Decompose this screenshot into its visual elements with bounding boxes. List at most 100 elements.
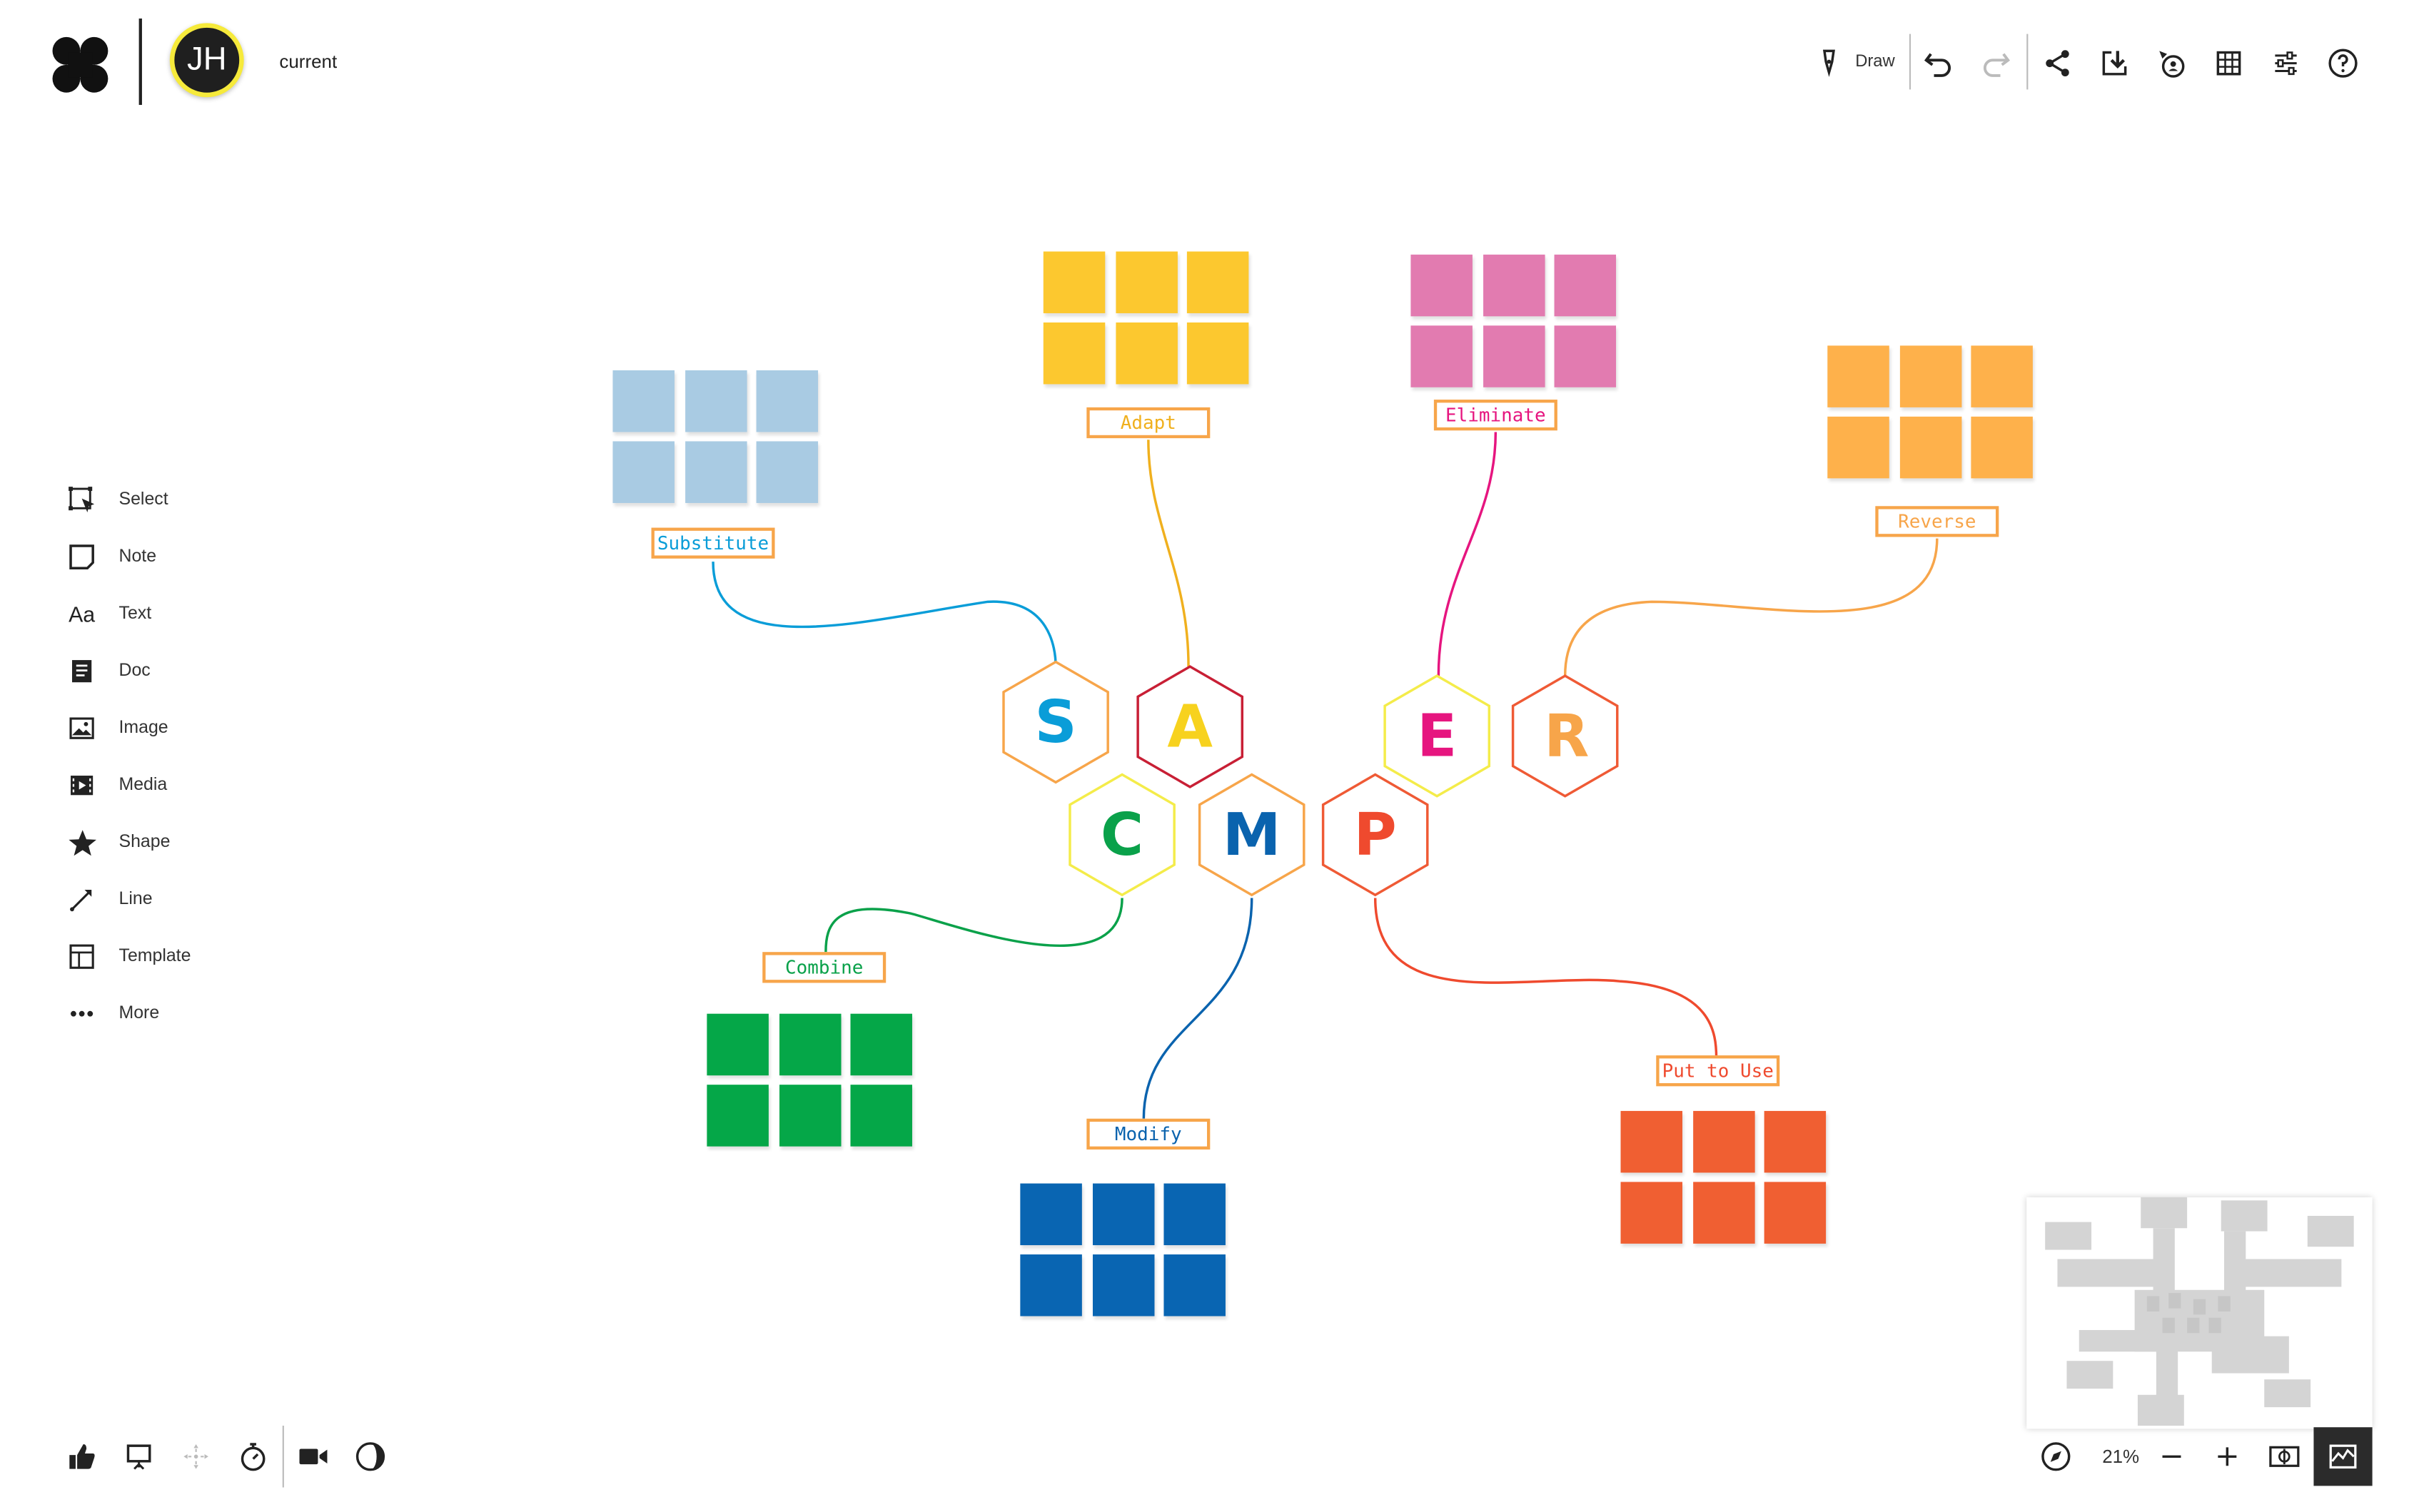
sticky-note[interactable] [612, 440, 675, 502]
export-button[interactable] [2094, 44, 2134, 83]
tool-label: Shape [118, 833, 171, 852]
sticky-note[interactable] [850, 1013, 912, 1076]
toolbar-divider [2026, 34, 2029, 90]
navigate-button[interactable] [2036, 1436, 2076, 1476]
sticky-note[interactable] [756, 370, 819, 432]
tool-select[interactable]: Select [66, 483, 168, 517]
label-text: Combine [785, 956, 864, 978]
hexagon-c[interactable] [1069, 773, 1176, 897]
redo-button[interactable] [1976, 44, 2016, 83]
draw-button[interactable] [1809, 44, 1849, 83]
sticky-note[interactable] [1899, 415, 1961, 478]
sticky-note[interactable] [1899, 345, 1961, 407]
sticky-note[interactable] [1115, 251, 1177, 313]
hexagon-r[interactable] [1511, 674, 1619, 798]
sticky-note[interactable] [1410, 325, 1473, 387]
hexagon-a[interactable] [1136, 665, 1244, 788]
app-logo-icon[interactable] [49, 34, 111, 96]
tool-media[interactable]: Media [66, 768, 167, 803]
sticky-note[interactable] [1091, 1183, 1154, 1246]
label-eliminate[interactable]: Eliminate [1433, 400, 1557, 431]
hexagon-m[interactable] [1198, 773, 1306, 897]
undo-button[interactable] [1919, 44, 1959, 83]
hexagon-e[interactable] [1383, 674, 1491, 798]
theme-toggle-button[interactable] [350, 1436, 390, 1476]
sticky-note[interactable] [1827, 415, 1889, 478]
sticky-note[interactable] [685, 370, 747, 432]
settings-button[interactable] [2266, 44, 2306, 83]
label-combine[interactable]: Combine [762, 952, 887, 983]
sticky-note[interactable] [707, 1013, 769, 1076]
label-substitute[interactable]: Substitute [651, 527, 775, 559]
sticky-note[interactable] [1620, 1110, 1683, 1173]
video-button[interactable] [293, 1436, 333, 1476]
timer-button[interactable] [233, 1436, 273, 1476]
hex-letter-p: P [1353, 801, 1397, 869]
sticky-note[interactable] [1043, 321, 1106, 384]
sticky-note[interactable] [1186, 321, 1249, 384]
sticky-note[interactable] [1827, 345, 1889, 407]
sticky-note[interactable] [1554, 254, 1617, 317]
zoom-out-button[interactable] [2151, 1436, 2191, 1476]
sticky-note[interactable] [1186, 251, 1249, 313]
sticky-note[interactable] [1554, 325, 1617, 387]
undo-icon [1924, 53, 1951, 77]
sticky-note[interactable] [1163, 1183, 1226, 1246]
minimap[interactable] [2026, 1197, 2373, 1429]
focus-button[interactable] [176, 1436, 216, 1476]
avatar[interactable]: JH [169, 23, 244, 98]
sticky-note[interactable] [850, 1084, 912, 1146]
sticky-note[interactable] [1410, 254, 1473, 317]
label-modify[interactable]: Modify [1086, 1118, 1211, 1150]
grid-button[interactable] [2208, 44, 2248, 83]
more-dots-icon [66, 998, 97, 1029]
sticky-note[interactable] [1163, 1253, 1226, 1316]
sticky-note[interactable] [1091, 1253, 1154, 1316]
label-text: Eliminate [1445, 404, 1546, 426]
follow-button[interactable] [2151, 44, 2191, 83]
zoom-level: 21% [2102, 1446, 2140, 1468]
tool-more[interactable]: More [66, 997, 159, 1031]
template-icon [66, 941, 97, 972]
presentation-icon [126, 1444, 151, 1470]
sticky-note[interactable] [1764, 1181, 1827, 1243]
tool-note[interactable]: Note [66, 540, 156, 574]
sticky-note[interactable] [1115, 321, 1177, 384]
sticky-note[interactable] [1482, 325, 1545, 387]
sticky-note[interactable] [1043, 251, 1106, 313]
sticky-note[interactable] [1620, 1181, 1683, 1243]
hexagon-p[interactable] [1321, 773, 1429, 897]
sticky-note[interactable] [1692, 1181, 1754, 1243]
minimap-toggle-button[interactable] [2313, 1427, 2373, 1486]
tool-shape[interactable]: Shape [66, 826, 170, 860]
label-adapt[interactable]: Adapt [1086, 407, 1211, 439]
help-button[interactable] [2323, 44, 2363, 83]
tool-line[interactable]: Line [66, 883, 153, 917]
present-button[interactable] [119, 1436, 159, 1476]
sticky-note[interactable] [1020, 1183, 1082, 1246]
sticky-note[interactable] [1971, 345, 2033, 407]
share-button[interactable] [2037, 44, 2077, 83]
fit-to-screen-button[interactable] [2264, 1436, 2304, 1476]
connector-reverse [1563, 538, 1939, 676]
sticky-note[interactable] [1692, 1110, 1754, 1173]
sticky-note[interactable] [1482, 254, 1545, 317]
sticky-note[interactable] [1971, 415, 2033, 478]
zoom-in-button[interactable] [2207, 1436, 2247, 1476]
label-reverse[interactable]: Reverse [1875, 506, 1999, 537]
tool-text[interactable]: Aa Text [66, 597, 151, 631]
sticky-note[interactable] [707, 1084, 769, 1146]
sticky-note[interactable] [756, 440, 819, 502]
tool-doc[interactable]: Doc [66, 654, 151, 689]
tool-image[interactable]: Image [66, 711, 168, 746]
sticky-note[interactable] [612, 370, 675, 432]
vote-button[interactable] [61, 1436, 101, 1476]
tool-template[interactable]: Template [66, 940, 191, 974]
sticky-note[interactable] [685, 440, 747, 502]
label-put-to-use[interactable]: Put to Use [1656, 1055, 1780, 1087]
sticky-note[interactable] [1020, 1253, 1082, 1316]
hexagon-s[interactable] [1002, 660, 1109, 784]
sticky-note[interactable] [1764, 1110, 1827, 1173]
sticky-note[interactable] [778, 1084, 841, 1146]
sticky-note[interactable] [778, 1013, 841, 1076]
